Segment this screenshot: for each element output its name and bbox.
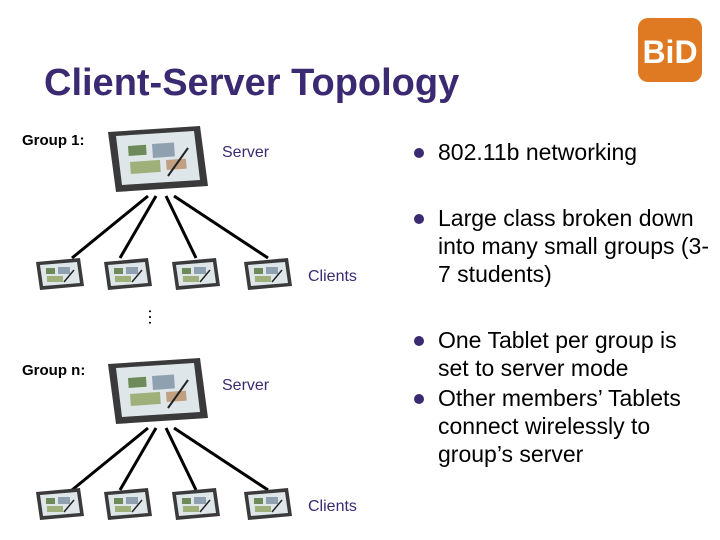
bid-logo: BiD (636, 16, 704, 84)
group-1-client-tablet (35, 257, 85, 291)
group-1-links (71, 194, 269, 260)
group-n-links (71, 426, 269, 492)
logo-text: BiD (642, 34, 697, 70)
bullet-list: 802.11b networking Large class broken do… (412, 138, 712, 468)
more-groups-ellipsis: … (145, 308, 165, 326)
bullet-item: Large class broken down into many small … (412, 204, 712, 288)
bullet-text: 802.11b networking (438, 139, 638, 165)
group-1-client-tablet (171, 257, 221, 291)
group-1-clients-label: Clients (308, 268, 357, 285)
group-1-client-tablet (103, 257, 153, 291)
group-n-client-tablet (171, 487, 221, 521)
group-1-server-tablet (107, 125, 209, 193)
bullet-dot-icon (414, 394, 424, 404)
group-n-server-label: Server (222, 377, 270, 394)
bullet-text: Other members’ Tablets connect wirelessl… (438, 385, 681, 467)
group-n-server-tablet (107, 357, 209, 425)
bullet-dot-icon (414, 148, 424, 158)
group-n-client-tablet (243, 487, 293, 521)
group-1-label: Group 1: (22, 132, 85, 149)
group-n-client-tablet (35, 487, 85, 521)
group-n-clients-label: Clients (308, 498, 357, 515)
group-n-label: Group n: (22, 362, 86, 379)
bullet-item: 802.11b networking (412, 138, 712, 166)
bullet-dot-icon (414, 336, 424, 346)
bullet-dot-icon (414, 214, 424, 224)
group-1-server-label: Server (222, 144, 270, 161)
bullet-text: One Tablet per group is set to server mo… (438, 327, 677, 381)
bullet-item: One Tablet per group is set to server mo… (412, 326, 712, 382)
bullet-item: Other members’ Tablets connect wirelessl… (412, 384, 712, 468)
bullet-text: Large class broken down into many small … (438, 205, 709, 287)
slide-title: Client-Server Topology (44, 62, 460, 104)
group-1-client-tablet (243, 257, 293, 291)
group-n-client-tablet (103, 487, 153, 521)
